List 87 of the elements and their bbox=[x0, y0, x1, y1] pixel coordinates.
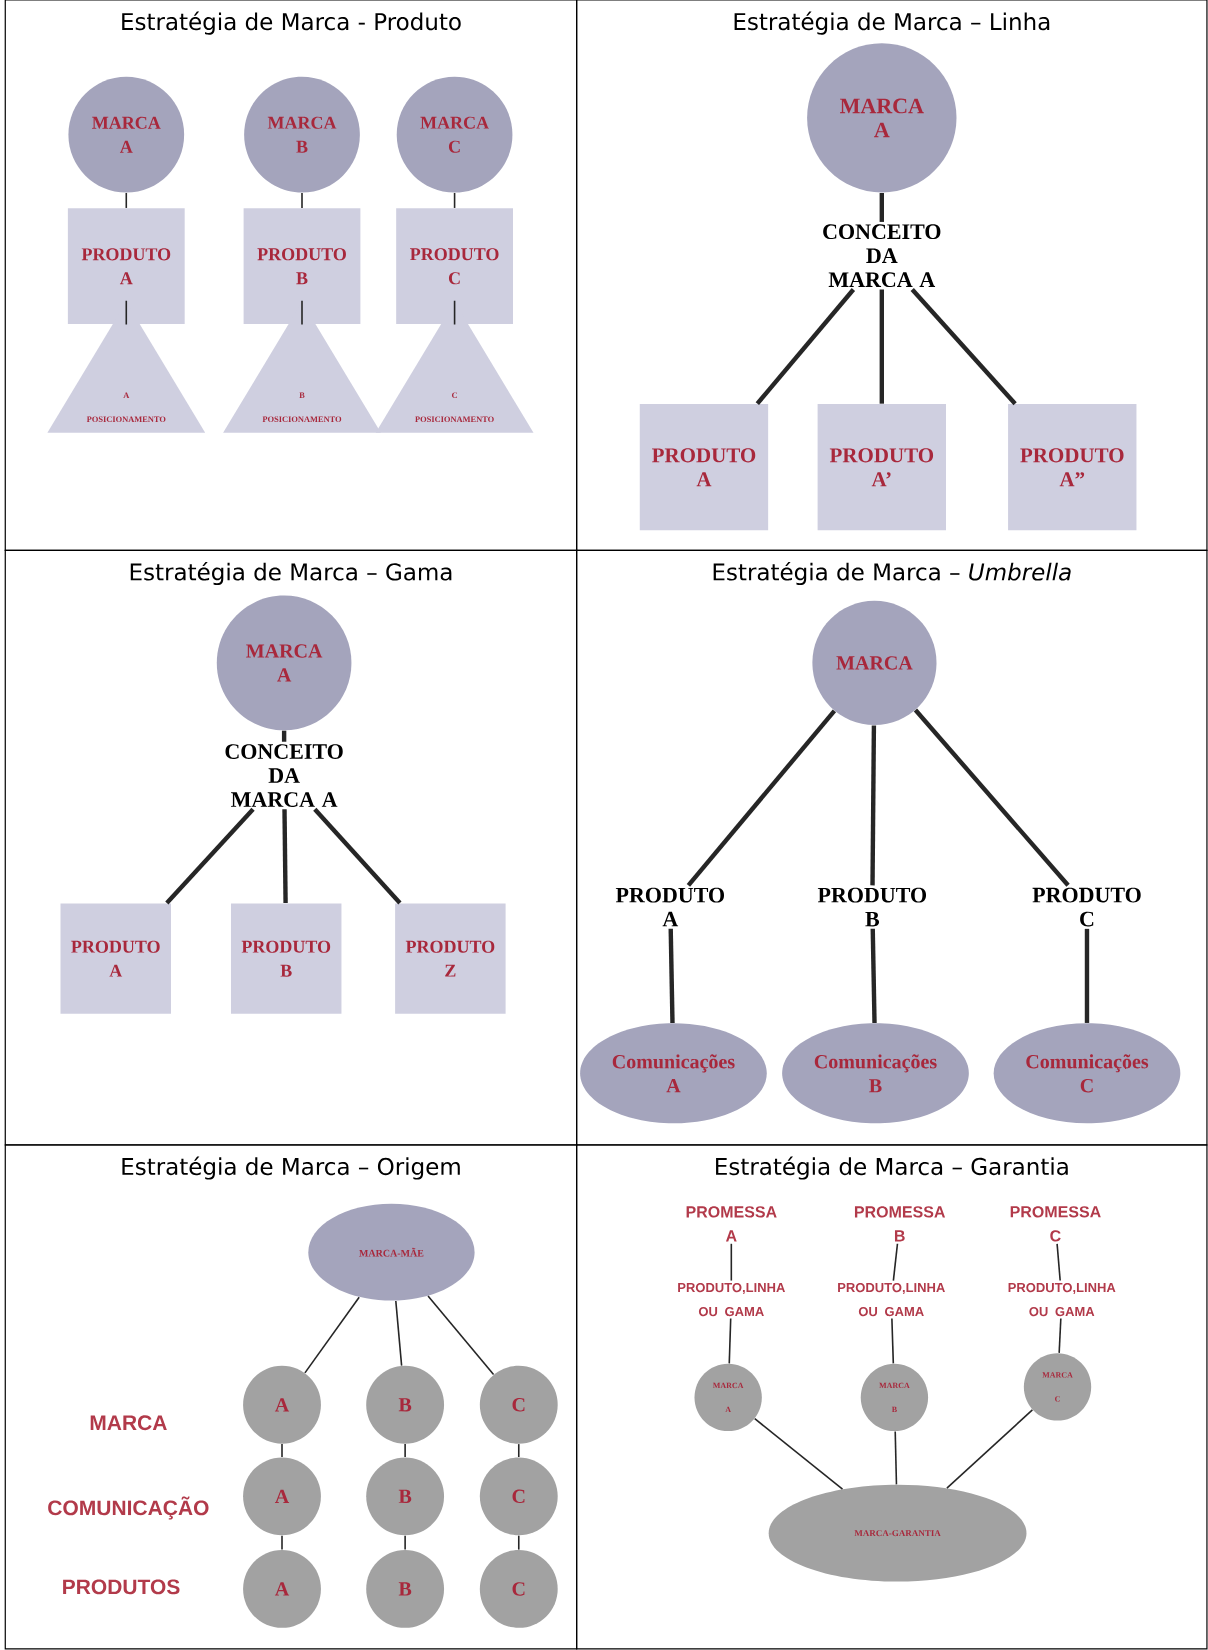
connector-line bbox=[281, 1534, 283, 1551]
product-text: PRODUTO,LINHA OU GAMA bbox=[838, 1282, 945, 1317]
ellipse-node: MARCA-GARANTIA bbox=[768, 1484, 1027, 1582]
connector-line bbox=[946, 1409, 1034, 1489]
circle-node: B bbox=[366, 1365, 445, 1444]
product-text: PRODUTO,LINHA OU GAMA bbox=[1008, 1282, 1116, 1317]
connector-line bbox=[453, 299, 456, 326]
circle-node: C bbox=[479, 1365, 558, 1444]
concept-text: CONCEITO DA MARCA A bbox=[225, 744, 343, 807]
connector-line bbox=[453, 192, 456, 209]
connector-line bbox=[879, 289, 884, 404]
circle-node: A bbox=[243, 1457, 321, 1536]
row-label: MARCA bbox=[90, 1415, 167, 1431]
connector-line bbox=[165, 807, 255, 905]
product-text: PRODUTO C bbox=[1032, 887, 1141, 927]
connector-line bbox=[730, 1243, 733, 1282]
connector-line bbox=[1056, 1243, 1061, 1282]
promise-text: PROMESSA B bbox=[854, 1206, 946, 1242]
connector-line bbox=[879, 193, 884, 222]
connector-line bbox=[891, 1317, 895, 1365]
circle-node: MARCA A bbox=[68, 76, 185, 193]
circle-node: C bbox=[479, 1457, 558, 1536]
circle-node: MARCA bbox=[812, 600, 937, 725]
connector-line bbox=[910, 288, 1017, 406]
connector-line bbox=[894, 1430, 898, 1486]
circle-node: B bbox=[366, 1457, 445, 1536]
row-label: PRODUTOS bbox=[63, 1579, 180, 1595]
concept-text: CONCEITO DA MARCA A bbox=[823, 224, 941, 288]
connector-line bbox=[892, 1243, 899, 1282]
connector-line bbox=[404, 1443, 406, 1458]
connector-line bbox=[281, 1443, 283, 1458]
connector-line bbox=[301, 192, 303, 209]
connector-line bbox=[517, 1443, 520, 1458]
connector-line bbox=[125, 192, 128, 209]
circle-node: A bbox=[243, 1550, 321, 1628]
promise-text: PROMESSA C bbox=[1010, 1206, 1101, 1242]
connector-line bbox=[304, 1296, 360, 1374]
promise-text: PROMESSA A bbox=[686, 1206, 777, 1242]
circle-node: B bbox=[366, 1550, 445, 1628]
connector-line bbox=[686, 709, 837, 887]
square-box: PRODUTO B bbox=[231, 903, 342, 1014]
product-text: PRODUTO A bbox=[615, 887, 724, 927]
connector-line bbox=[427, 1295, 495, 1376]
product-text: PRODUTO B bbox=[817, 887, 927, 927]
square-box: PRODUTO A bbox=[639, 404, 769, 531]
connector-line bbox=[313, 807, 402, 905]
circle-node: MARCA B bbox=[860, 1363, 929, 1432]
connector-line bbox=[668, 928, 675, 1023]
product-text: PRODUTO,LINHA OU GAMA bbox=[678, 1282, 785, 1317]
connector-line bbox=[728, 1317, 732, 1365]
connector-line bbox=[282, 809, 288, 904]
circle-node: MARCA A bbox=[807, 43, 957, 193]
square-box: PRODUTO A’ bbox=[817, 404, 946, 531]
connector-line bbox=[870, 725, 877, 886]
square-box: PRODUTO C bbox=[396, 208, 513, 325]
connector-line bbox=[753, 1417, 844, 1490]
connector-line bbox=[125, 299, 128, 326]
ellipse-node: Comunicações B bbox=[782, 1023, 969, 1124]
square-box: PRODUTO B bbox=[243, 208, 361, 325]
triangle-node: B POSICIONAMENTO bbox=[223, 301, 381, 433]
connector-line bbox=[913, 708, 1070, 887]
circle-node: A bbox=[243, 1365, 321, 1444]
square-box: PRODUTO A bbox=[67, 208, 185, 325]
circle-node: MARCA A bbox=[694, 1363, 762, 1432]
square-box: PRODUTO Z bbox=[395, 903, 506, 1014]
triangle-node: C POSICIONAMENTO bbox=[375, 301, 534, 433]
circle-node: MARCA A bbox=[216, 595, 352, 731]
triangle-node: A POSICIONAMENTO bbox=[47, 301, 206, 433]
ellipse-node: Comunicações A bbox=[580, 1023, 767, 1124]
connector-line bbox=[301, 299, 303, 326]
circle-node: MARCA B bbox=[244, 76, 360, 193]
ellipse-node: Comunicações C bbox=[993, 1023, 1181, 1124]
connector-line bbox=[517, 1534, 520, 1551]
ellipse-node: MARCA-MÃE bbox=[308, 1203, 475, 1301]
square-box: PRODUTO A bbox=[60, 903, 171, 1014]
connector-line bbox=[281, 730, 287, 742]
square-box: PRODUTO A” bbox=[1008, 404, 1137, 531]
circle-node: MARCA C bbox=[396, 76, 513, 193]
circle-node: C bbox=[479, 1550, 558, 1628]
circle-node: MARCA C bbox=[1023, 1353, 1092, 1421]
connector-line bbox=[1084, 928, 1090, 1023]
connector-line bbox=[1058, 1317, 1062, 1354]
connector-line bbox=[870, 928, 877, 1023]
row-label: COMUNICAÇÃO bbox=[48, 1496, 209, 1520]
connector-line bbox=[404, 1534, 406, 1551]
connector-line bbox=[395, 1300, 403, 1367]
connector-line bbox=[755, 288, 856, 406]
